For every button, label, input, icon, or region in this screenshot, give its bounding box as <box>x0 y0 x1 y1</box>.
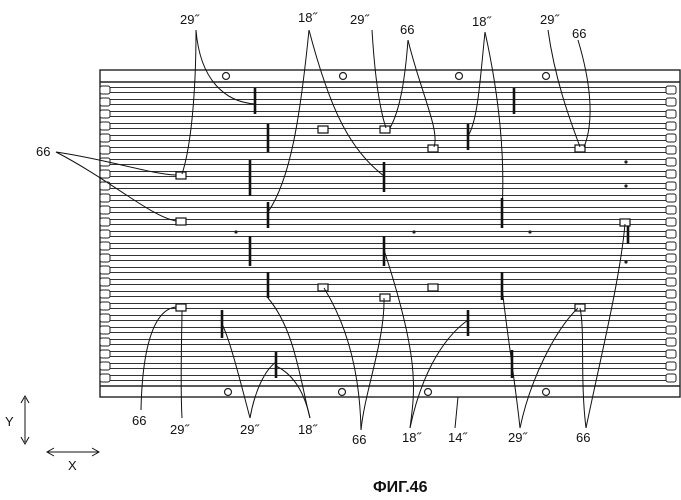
connector-blocks <box>176 126 630 311</box>
axis-y-label: Y <box>5 414 14 429</box>
panel-frame <box>100 70 680 397</box>
label-29-top-left: 29˝ <box>180 12 200 27</box>
label-29-bottom-right: 29˝ <box>508 430 528 445</box>
axis-indicator <box>21 396 99 456</box>
figure-caption: ФИГ.46 <box>373 479 428 496</box>
label-18-bottom-right: 18˝ <box>402 430 422 445</box>
label-29-top-center: 29˝ <box>350 12 370 27</box>
label-18-bottom-mid: 18˝ <box>298 422 318 437</box>
label-66-top-center: 66 <box>400 22 414 37</box>
leader-lines <box>56 30 625 430</box>
label-66-left: 66 <box>36 144 50 159</box>
mounting-holes <box>223 73 550 396</box>
axis-x-label: X <box>68 458 77 473</box>
label-66-top-right: 66 <box>572 26 586 41</box>
label-66-bottom-center: 66 <box>352 432 366 447</box>
label-29-bottom-left: 29˝ <box>170 422 190 437</box>
reference-labels: 29˝ 18˝ 29˝ 66 18˝ 29˝ 66 66 66 29˝ 29˝ … <box>36 10 590 447</box>
label-18-top-right: 18˝ <box>472 14 492 29</box>
label-14: 14˝ <box>448 430 468 445</box>
label-29-bottom-mid: 29˝ <box>240 422 260 437</box>
fitting-segments <box>222 88 628 378</box>
label-29-top-right: 29˝ <box>540 12 560 27</box>
label-18-top-left: 18˝ <box>298 10 318 25</box>
label-66-bottom-right: 66 <box>576 430 590 445</box>
label-66-bottom-left: 66 <box>132 413 146 428</box>
